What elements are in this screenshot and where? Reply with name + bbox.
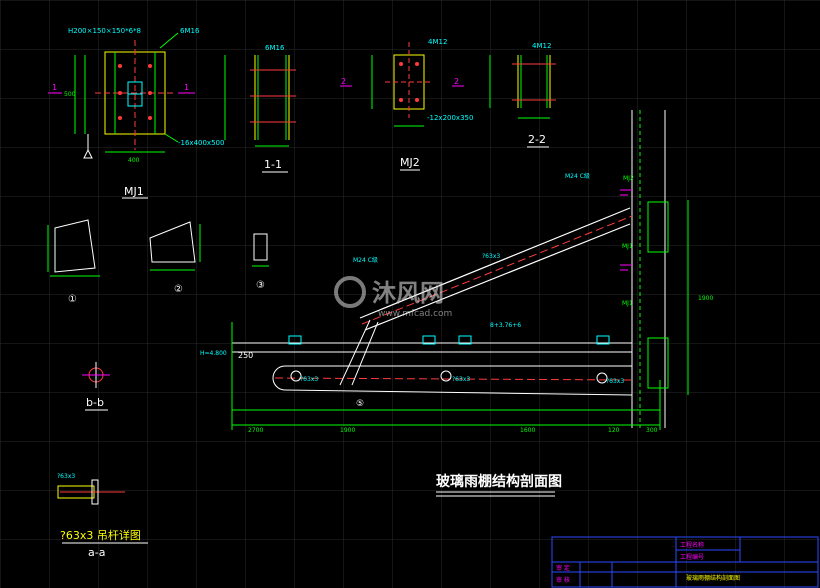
watermark-url: www.mfcad.com xyxy=(378,309,452,319)
sec-a-a-small-label: ?63x3 xyxy=(57,473,75,480)
part-5-marker: ⑤ xyxy=(356,399,364,409)
canopy-section xyxy=(231,110,689,497)
marker-1-right: 1 xyxy=(184,83,189,92)
mj1-detail xyxy=(48,32,195,199)
mj1-plate-label: -16x400x500 xyxy=(178,139,224,147)
titleblock-row2: 工程编号 xyxy=(680,553,704,561)
section-2-2-detail xyxy=(489,55,556,148)
bolt-note-1: M24 C级 xyxy=(353,256,378,264)
titleblock-row1: 工程名称 xyxy=(680,541,704,549)
dim-2: 1900 xyxy=(340,427,355,434)
watermark-main: 沐风网 xyxy=(372,279,444,307)
section-a-a-detail xyxy=(57,479,148,544)
main-title: 玻璃雨棚结构剖面图 xyxy=(436,473,562,490)
mj2-title: MJ2 xyxy=(400,156,420,169)
sec-1-1-title: 1-1 xyxy=(264,158,282,171)
sec-a-a-caption: ?63x3 吊杆详图 xyxy=(60,528,141,542)
sec-2-2-title: 2-2 xyxy=(528,133,546,146)
part-1-marker: ① xyxy=(68,294,77,305)
tube-label-1: ?63x3 xyxy=(482,253,500,260)
dim-3: 1600 xyxy=(520,427,535,434)
sec-1-1-bolts-label: 6M16 xyxy=(265,44,285,52)
mj1-header-label: H200×150×150*6*8 xyxy=(68,27,141,35)
part-1-detail xyxy=(47,219,100,277)
part-3-marker: ③ xyxy=(256,280,265,291)
mj1-dim-left: 500 xyxy=(64,91,76,98)
sec-a-a-title: a-a xyxy=(88,546,105,559)
marker-1-left: 1 xyxy=(52,83,57,92)
height-dim: 1900 xyxy=(698,295,713,302)
title-block xyxy=(551,536,819,588)
rib-note: 8+3.76+6 xyxy=(490,322,521,329)
dim-4: 120 xyxy=(608,427,620,434)
part-2-detail xyxy=(149,221,201,271)
width-label: 250 xyxy=(238,351,253,360)
sec-2-2-bolts-label: 4M12 xyxy=(532,42,551,50)
tube-label-4: ?63x3 xyxy=(606,378,624,385)
section-b-b-detail xyxy=(82,362,110,411)
tube-label-2: ?63x3 xyxy=(300,376,318,383)
sec-b-b-title: b-b xyxy=(86,396,104,409)
mj-label-1: MJ2 xyxy=(623,175,634,182)
titleblock-drawing: 玻璃雨棚结构剖面图 xyxy=(686,574,740,582)
mj2-detail xyxy=(340,42,464,171)
marker-2-left: 2 xyxy=(341,77,346,86)
mj1-bolts-label: 6M16 xyxy=(180,27,200,35)
part-2-marker: ② xyxy=(174,284,183,295)
mj-label-3: MJ1 xyxy=(622,300,633,307)
tube-label-3: ?63x3 xyxy=(452,376,470,383)
watermark xyxy=(334,276,366,308)
mj-label-2: MJ1 xyxy=(622,243,633,250)
mj2-bolts-label: 4M12 xyxy=(428,38,447,46)
section-1-1-detail xyxy=(224,55,296,173)
mj1-dim-bottom: 400 xyxy=(128,157,140,164)
part-3-detail xyxy=(252,233,269,267)
bolt-note-2: M24 C级 xyxy=(565,172,590,180)
mj1-title: MJ1 xyxy=(124,185,144,198)
dim-1: 2700 xyxy=(248,427,263,434)
titleblock-row3: 审 定 xyxy=(556,564,570,572)
titleblock-row4: 审 核 xyxy=(556,576,570,584)
mj2-plate-label: -12x200x350 xyxy=(427,114,473,122)
dim-5: 300 xyxy=(646,427,658,434)
elevation-label: H=4.800 xyxy=(200,350,227,357)
marker-2-right: 2 xyxy=(454,77,459,86)
